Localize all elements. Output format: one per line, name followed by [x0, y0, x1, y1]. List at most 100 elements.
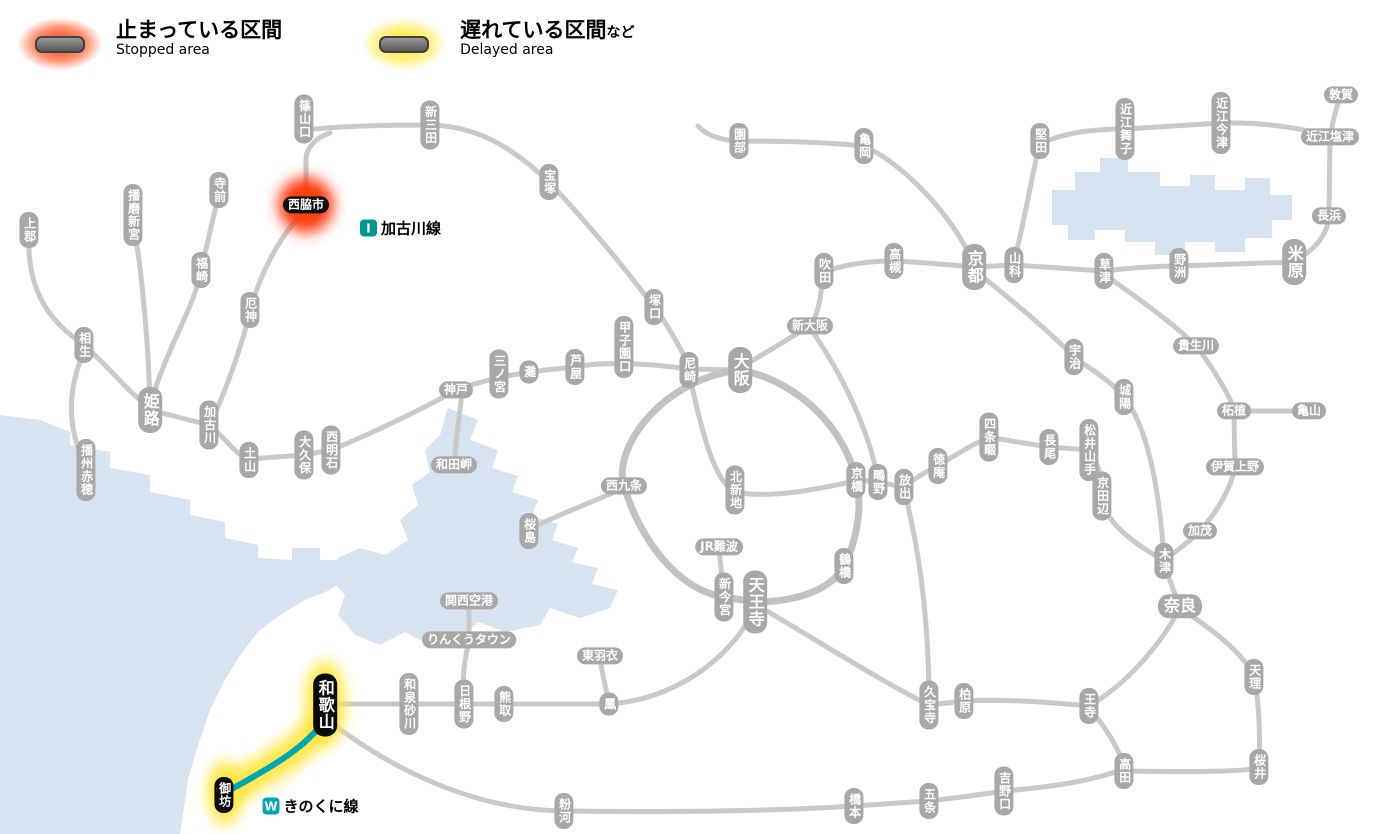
- legend-stopped-sublabel: Stopped area: [116, 42, 210, 59]
- station-五条[interactable]: 五条: [919, 783, 939, 819]
- station-近江塩津[interactable]: 近江塩津: [1300, 128, 1360, 146]
- station-宝塚[interactable]: 宝塚: [539, 164, 559, 200]
- station-熊取[interactable]: 熊取: [494, 686, 514, 722]
- station-橋本[interactable]: 橋本: [844, 788, 864, 824]
- station-姫路[interactable]: 姫路: [138, 387, 162, 433]
- station-寺前[interactable]: 寺前: [209, 172, 229, 208]
- station-伊賀上野[interactable]: 伊賀上野: [1205, 458, 1265, 476]
- delayed-area-icon: [362, 18, 447, 70]
- station-大阪[interactable]: 大阪: [728, 347, 752, 393]
- station-福崎[interactable]: 福崎: [191, 252, 211, 288]
- water-areas: [0, 158, 1292, 834]
- station-吉野口[interactable]: 吉野口: [994, 766, 1014, 816]
- stopped-area-icon: [18, 18, 102, 70]
- station-北新地[interactable]: 北新地: [725, 465, 745, 515]
- station-奈良[interactable]: 奈良: [1157, 594, 1203, 618]
- legend-delayed-label: 遅れている区間など: [460, 18, 635, 42]
- station-和歌山[interactable]: 和歌山: [313, 673, 337, 737]
- station-りんくうタウン[interactable]: りんくうタウン: [422, 631, 516, 649]
- station-王寺[interactable]: 王寺: [1079, 688, 1099, 724]
- station-柏原[interactable]: 柏原: [954, 683, 974, 719]
- station-松井山手[interactable]: 松井山手: [1079, 419, 1099, 481]
- legend-stopped-label: 止まっている区間: [116, 18, 283, 42]
- station-東羽衣[interactable]: 東羽衣: [576, 647, 624, 665]
- station-尼崎[interactable]: 尼崎: [679, 352, 699, 388]
- station-京橋[interactable]: 京橋: [846, 462, 866, 498]
- station-柘植[interactable]: 柘植: [1216, 402, 1252, 420]
- station-和田岬[interactable]: 和田岬: [430, 456, 478, 474]
- station-桜島[interactable]: 桜島: [519, 513, 539, 549]
- station-西脇市[interactable]: 西脇市: [282, 196, 330, 214]
- station-厄神[interactable]: 厄神: [240, 292, 260, 328]
- station-大久保[interactable]: 大久保: [294, 430, 314, 480]
- station-園部[interactable]: 園部: [729, 123, 749, 159]
- station-播磨新宮[interactable]: 播磨新宮: [123, 184, 143, 246]
- legend-item-stopped: 止まっている区間 Stopped area: [18, 18, 282, 70]
- station-木津[interactable]: 木津: [1154, 543, 1174, 579]
- water-lake-biwa: [1052, 158, 1292, 255]
- station-徳庵[interactable]: 徳庵: [928, 448, 948, 484]
- station-長尾[interactable]: 長尾: [1039, 429, 1059, 465]
- station-御坊[interactable]: 御坊: [214, 777, 234, 813]
- station-長浜[interactable]: 長浜: [1311, 207, 1347, 225]
- station-灘[interactable]: 灘: [519, 360, 539, 384]
- station-加古川[interactable]: 加古川: [199, 400, 219, 450]
- osaka-loop-line: [618, 366, 863, 606]
- station-吹田[interactable]: 吹田: [814, 253, 834, 289]
- station-西明石[interactable]: 西明石: [321, 425, 341, 475]
- station-近江今津[interactable]: 近江今津: [1211, 92, 1231, 154]
- station-京田辺[interactable]: 京田辺: [1092, 471, 1112, 521]
- station-高田[interactable]: 高田: [1114, 753, 1134, 789]
- station-JR難波[interactable]: JR難波: [695, 538, 743, 556]
- line-symbol-icon: I: [359, 219, 377, 237]
- station-新三田[interactable]: 新三田: [420, 100, 440, 150]
- station-関西空港[interactable]: 関西空港: [439, 592, 499, 610]
- station-日根野[interactable]: 日根野: [454, 679, 474, 729]
- station-京都[interactable]: 京都: [962, 244, 986, 290]
- station-芦屋[interactable]: 芦屋: [565, 349, 585, 385]
- station-加茂[interactable]: 加茂: [1182, 522, 1218, 540]
- station-桜井[interactable]: 桜井: [1249, 749, 1269, 785]
- station-敦賀[interactable]: 敦賀: [1323, 86, 1359, 104]
- station-近江舞子[interactable]: 近江舞子: [1115, 98, 1135, 160]
- station-貴生川[interactable]: 貴生川: [1172, 337, 1220, 355]
- station-山科[interactable]: 山科: [1004, 247, 1024, 283]
- station-堅田[interactable]: 堅田: [1030, 123, 1050, 159]
- station-放出[interactable]: 放出: [894, 469, 914, 505]
- station-宇治[interactable]: 宇治: [1064, 339, 1084, 375]
- station-鳳[interactable]: 鳳: [599, 692, 619, 716]
- station-草津[interactable]: 草津: [1094, 253, 1114, 289]
- station-播州赤穂[interactable]: 播州赤穂: [76, 439, 96, 501]
- station-亀山[interactable]: 亀山: [1291, 402, 1327, 420]
- station-粉河[interactable]: 粉河: [554, 793, 574, 829]
- station-鶴橋[interactable]: 鶴橋: [834, 548, 854, 584]
- station-土山[interactable]: 土山: [239, 442, 259, 478]
- station-鴫野[interactable]: 鴫野: [868, 464, 888, 500]
- station-新大阪[interactable]: 新大阪: [786, 317, 834, 335]
- station-塚口[interactable]: 塚口: [644, 289, 664, 325]
- station-久宝寺[interactable]: 久宝寺: [919, 680, 939, 730]
- station-篠山口[interactable]: 篠山口: [294, 94, 314, 144]
- station-甲子園口[interactable]: 甲子園口: [614, 316, 634, 378]
- station-天王寺[interactable]: 天王寺: [743, 570, 767, 634]
- station-神戸[interactable]: 神戸: [438, 381, 474, 399]
- station-三ノ宮[interactable]: 三ノ宮: [489, 349, 509, 399]
- station-相生[interactable]: 相生: [74, 327, 94, 363]
- station-城陽[interactable]: 城陽: [1114, 379, 1134, 415]
- station-新今宮[interactable]: 新今宮: [714, 572, 734, 622]
- legend-item-delayed: 遅れている区間など Delayed area: [362, 18, 634, 70]
- station-和泉砂川[interactable]: 和泉砂川: [399, 673, 419, 735]
- station-四条畷[interactable]: 四条畷: [979, 412, 999, 462]
- legend-delayed-sublabel: Delayed area: [460, 42, 554, 59]
- station-上郡[interactable]: 上郡: [19, 212, 39, 248]
- station-天理[interactable]: 天理: [1244, 659, 1264, 695]
- station-亀岡[interactable]: 亀岡: [854, 128, 874, 164]
- line-symbol-icon: W: [262, 797, 280, 815]
- station-野洲[interactable]: 野洲: [1169, 248, 1189, 284]
- station-高槻[interactable]: 高槻: [884, 243, 904, 279]
- station-西九条[interactable]: 西九条: [600, 477, 648, 495]
- station-米原[interactable]: 米原: [1282, 239, 1306, 285]
